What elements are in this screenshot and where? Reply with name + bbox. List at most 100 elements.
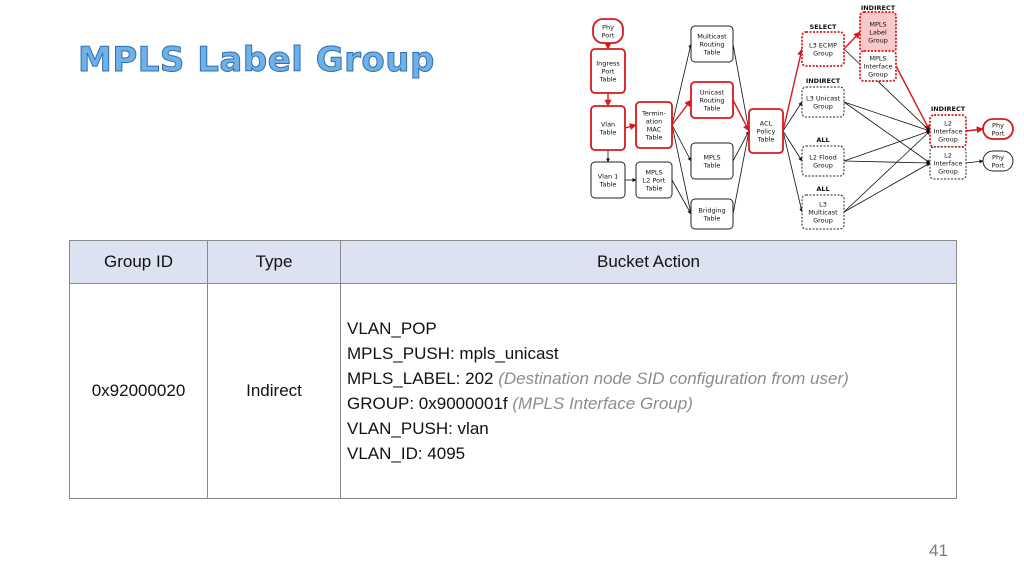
node-box <box>801 145 845 177</box>
node-label: Phy <box>992 153 1004 161</box>
node-label: Table <box>703 214 721 222</box>
node-label: L3 ECMP <box>809 41 837 49</box>
pipeline-edge <box>843 31 861 50</box>
node-label: Group <box>813 102 833 110</box>
node-box <box>690 81 734 119</box>
node-label: Group <box>813 161 833 169</box>
pipeline-edge <box>782 130 803 162</box>
node-label: L2 <box>944 119 952 127</box>
node-label: Port <box>602 67 615 75</box>
node-label: Label <box>869 28 887 36</box>
node-box <box>635 101 673 149</box>
node-label: Vlan 1 <box>598 172 619 180</box>
action-text: VLAN_POP <box>347 319 437 338</box>
node-label: MAC <box>647 125 662 133</box>
action-line: VLAN_PUSH: vlan <box>347 416 955 441</box>
group-type-label: INDIRECT <box>861 4 896 12</box>
node-label: Policy <box>757 127 776 135</box>
node-label: L2 Flood <box>809 153 836 161</box>
action-line: VLAN_ID: 4095 <box>347 441 955 466</box>
pipeline-edge <box>843 48 931 132</box>
table-row: 0x92000020 Indirect VLAN_POP MPLS_PUSH: … <box>69 283 957 499</box>
group-type-label: ALL <box>816 185 829 193</box>
node-label: Termin- <box>641 109 667 117</box>
node-label: MPLS <box>869 20 886 28</box>
node-label: Table <box>599 180 617 188</box>
pipeline-edge <box>671 99 692 126</box>
node-box <box>590 48 626 94</box>
node-label: Interface <box>933 127 962 135</box>
node-label: Table <box>757 135 775 143</box>
node-box <box>690 198 734 230</box>
pipeline-edge <box>671 124 693 215</box>
pipeline-edge <box>671 43 693 126</box>
node-label: Multicast <box>697 32 727 40</box>
pipeline-edge <box>782 48 804 132</box>
header-group-id: Group ID <box>69 240 208 284</box>
node-box <box>982 150 1014 172</box>
node-label: Port <box>602 31 615 39</box>
node-label: Bridging <box>698 206 725 214</box>
page-number: 41 <box>929 541 948 560</box>
pipeline-edge <box>843 101 931 164</box>
action-text: VLAN_PUSH: vlan <box>347 419 489 438</box>
pipeline-edge <box>843 130 931 213</box>
action-text: VLAN_ID: 4095 <box>347 444 466 463</box>
node-label: Group <box>813 216 833 224</box>
node-label: L3 Unicast <box>806 94 840 102</box>
node-box <box>801 86 845 118</box>
action-text: MPLS_LABEL: 202 <box>347 369 494 388</box>
cell-bucket-actions: VLAN_POP MPLS_PUSH: mpls_unicast MPLS_LA… <box>340 283 957 499</box>
node-label: Phy <box>992 121 1004 129</box>
node-label: Table <box>703 48 721 56</box>
node-label: Table <box>599 75 617 83</box>
cell-group-id: 0x92000020 <box>69 283 208 499</box>
node-box <box>859 11 897 53</box>
pipeline-edge <box>732 43 751 132</box>
pipeline-edge <box>843 160 931 165</box>
node-label: ACL <box>760 119 773 127</box>
node-label: Table <box>599 128 617 136</box>
action-line: VLAN_POP <box>347 316 955 341</box>
header-type: Type <box>207 240 341 284</box>
node-box <box>590 105 626 151</box>
node-label: L2 <box>944 151 952 159</box>
node-label: Group <box>813 49 833 57</box>
node-label: Multicast <box>808 208 838 216</box>
node-box <box>929 146 967 180</box>
pipeline-edge <box>732 99 750 132</box>
pipeline-edge <box>782 101 803 132</box>
node-label: Group <box>868 70 888 78</box>
node-label: Unicast <box>700 88 725 96</box>
action-text: GROUP: 0x9000001f <box>347 394 508 413</box>
node-label: Group <box>938 167 958 175</box>
slide-title: MPLS Label Group <box>78 40 435 81</box>
node-label: Table <box>645 133 663 141</box>
node-label: Vlan <box>601 120 615 128</box>
pipeline-edge <box>965 126 984 134</box>
node-label: Table <box>645 184 663 192</box>
action-line: GROUP: 0x9000001f (MPLS Interface Group) <box>347 391 955 416</box>
action-note: (Destination node SID configuration from… <box>498 369 849 388</box>
node-box <box>801 31 845 67</box>
pipeline-edge <box>843 101 931 132</box>
node-label: Phy <box>602 23 614 31</box>
header-bucket-action: Bucket Action <box>340 240 957 284</box>
